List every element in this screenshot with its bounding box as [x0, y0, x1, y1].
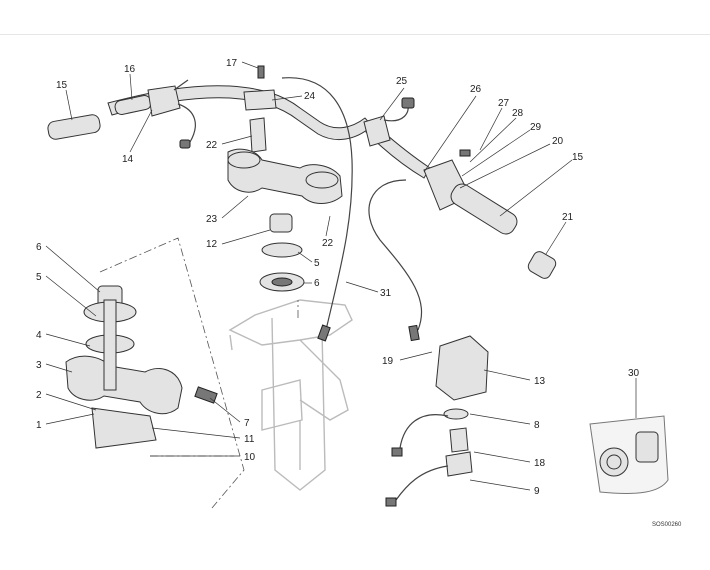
- callout-29: 29: [530, 122, 542, 133]
- throttle-cables: [281, 77, 423, 342]
- callout-21: 21: [562, 212, 574, 223]
- callout-14: 14: [122, 154, 134, 165]
- callout-10: 10: [244, 452, 256, 463]
- handlebar-clamp: [243, 65, 277, 153]
- callout-5: 5: [314, 258, 320, 269]
- callout-11: 11: [244, 434, 255, 445]
- throttle-assembly: [423, 149, 518, 235]
- header-divider: [0, 34, 710, 35]
- callout-8: 8: [534, 420, 540, 431]
- callout-7: 7: [244, 418, 250, 429]
- inset-box: [589, 415, 669, 494]
- callout-18: 18: [534, 458, 546, 469]
- leader-lines: [45, 61, 637, 491]
- callout-9: 9: [534, 486, 540, 497]
- right-switch-housing: [363, 97, 415, 147]
- callout-4: 4: [36, 330, 42, 341]
- callout-30: 30: [628, 368, 640, 379]
- callout-15b: 15: [572, 152, 584, 163]
- callout-6: 6: [314, 278, 320, 289]
- callout-16: 16: [124, 64, 136, 75]
- lower-yoke-assembly: [65, 285, 218, 449]
- callout-6b: 6: [36, 242, 42, 253]
- left-switch-housing: [147, 79, 196, 149]
- callout-24: 24: [304, 91, 316, 102]
- callout-2: 2: [36, 390, 42, 401]
- frame-ghost-outline: [228, 299, 353, 491]
- stem-bearings: [259, 213, 305, 292]
- callout-13: 13: [534, 376, 546, 387]
- callout-27: 27: [498, 98, 510, 109]
- drawing-code: SOS00260: [652, 522, 682, 528]
- callout-19: 19: [382, 356, 394, 367]
- bar-end-weight: [527, 251, 557, 279]
- top-yoke: [227, 148, 343, 204]
- callout-1: 1: [36, 420, 42, 431]
- callout-28: 28: [512, 108, 524, 119]
- callout-22b: 22: [322, 238, 334, 249]
- callout-22: 22: [206, 140, 218, 151]
- ignition-switch-group: [385, 335, 489, 507]
- callout-5b: 5: [36, 272, 42, 283]
- callout-26: 26: [470, 84, 482, 95]
- callout-15: 15: [56, 80, 68, 91]
- left-grip: [47, 95, 152, 140]
- callout-20: 20: [552, 136, 564, 147]
- callout-labels: 15 16 14 17 24 22 23 12 22 5 6 31 25 26 …: [36, 58, 682, 528]
- callout-17: 17: [226, 58, 238, 69]
- callout-25: 25: [396, 76, 408, 87]
- callout-12: 12: [206, 239, 218, 250]
- callout-23: 23: [206, 214, 218, 225]
- callout-31: 31: [380, 288, 392, 299]
- callout-3: 3: [36, 360, 42, 371]
